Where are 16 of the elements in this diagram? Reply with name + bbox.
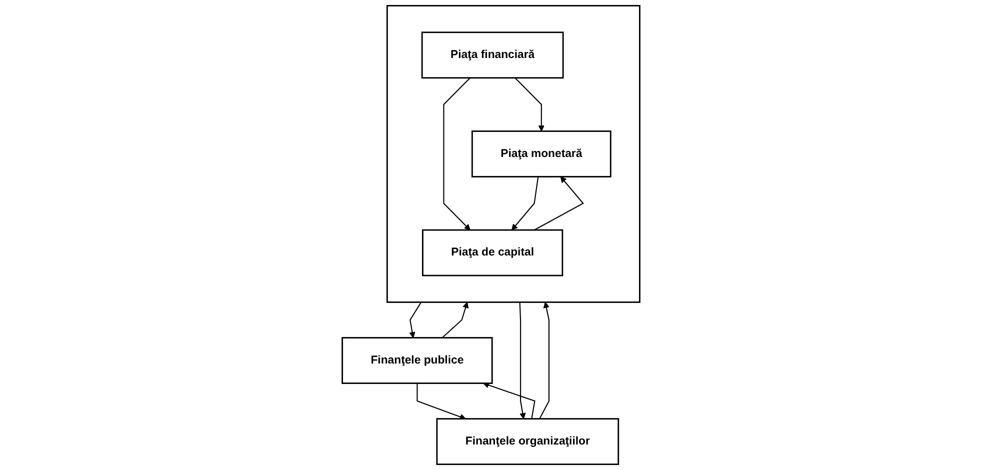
arrow bbox=[514, 77, 545, 132]
cluster bbox=[386, 4, 640, 303]
arrow bbox=[409, 302, 422, 338]
node-box: Finanţele publice bbox=[342, 337, 493, 384]
node-box: Piaţa monetară bbox=[471, 130, 612, 178]
arrow bbox=[512, 176, 539, 230]
arrow bbox=[442, 302, 469, 338]
node-box: Piaţa de capital bbox=[422, 229, 564, 276]
arrow bbox=[482, 382, 536, 419]
arrow bbox=[443, 77, 470, 230]
node-box: Piaţa financiară bbox=[421, 32, 564, 79]
arrow bbox=[416, 383, 466, 420]
arrow bbox=[539, 302, 550, 420]
arrow bbox=[534, 176, 584, 230]
node-box: Finanţele organizaţiilor bbox=[436, 418, 620, 466]
arrow bbox=[519, 302, 526, 420]
